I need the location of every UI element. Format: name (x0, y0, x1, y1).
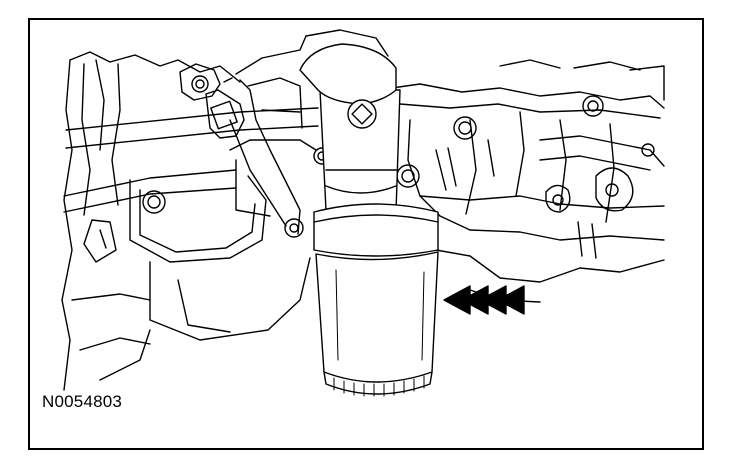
oil-filter (313, 203, 439, 397)
figure-id-label: N0054803 (42, 392, 123, 411)
filter-adapter (299, 43, 401, 213)
arrow-icon (443, 285, 525, 315)
sensor-connector-icon (179, 63, 301, 235)
